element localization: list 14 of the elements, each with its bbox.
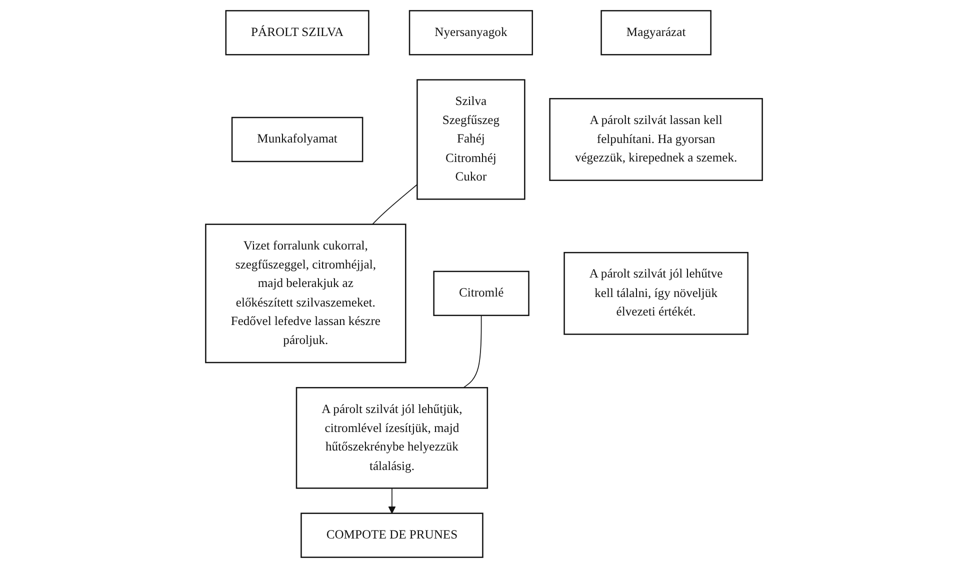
node-box: Munkafolyamat bbox=[231, 116, 364, 162]
node-box: PÁROLT SZILVA bbox=[225, 10, 370, 56]
node-box: Citromlé bbox=[433, 270, 530, 316]
connector bbox=[463, 315, 482, 388]
node-box: Magyarázat bbox=[600, 10, 712, 56]
node-box: COMPOTE DE PRUNES bbox=[300, 512, 484, 558]
node-box: Szilva Szegfűszeg Fahéj Citromhéj Cukor bbox=[416, 79, 526, 200]
node-box: A párolt szilvát lassan kell felpuhítani. Ha gyorsan végezzük, kirepednek a szemek. bbox=[549, 98, 763, 181]
node-box: A párolt szilvát jól lehűtjük, citromlével ízesítjük, majd hűtőszekrénybe helyezzük tálalásig. bbox=[296, 387, 488, 489]
connector bbox=[372, 184, 418, 225]
node-box: A párolt szilvát jól lehűtve kell tálalni, így növeljük élvezeti értékét. bbox=[564, 252, 748, 335]
arrow bbox=[388, 488, 396, 514]
node-box: Nyersanyagok bbox=[408, 10, 533, 56]
node-box: Vizet forralunk cukorral, szegfűszeggel, citromhéjjal, majd belerakjuk az előkészített szilvaszemeket. Fedővel lefedve lassan készre pároljuk. bbox=[205, 224, 406, 364]
